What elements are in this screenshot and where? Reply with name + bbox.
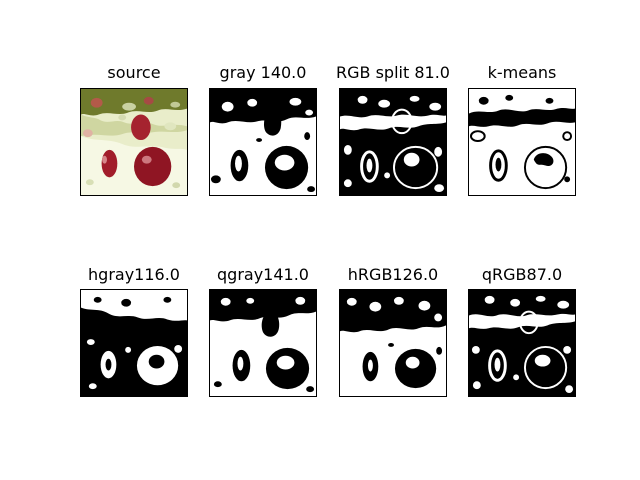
panel-title-source: source — [107, 63, 161, 82]
gray-threshold-image — [210, 89, 316, 195]
panel-image-source — [80, 88, 188, 196]
panel-title-k-means: k-means — [487, 63, 557, 82]
panel-image-k-means — [468, 88, 576, 196]
rgb-split-threshold-image — [340, 89, 446, 195]
panel-image-hrgb — [339, 289, 447, 397]
panel-image-rgb-split — [339, 88, 447, 196]
panel-title-hrgb: hRGB126.0 — [347, 265, 439, 284]
hgray-threshold-image — [81, 290, 187, 396]
panel-image-gray — [209, 88, 317, 196]
panel-image-hgray — [80, 289, 188, 397]
panel-title-hgray: hgray116.0 — [88, 265, 180, 284]
k-means-segmentation-image — [469, 89, 575, 195]
panel-title-rgb-split: RGB split 81.0 — [336, 63, 450, 82]
qgray-threshold-image — [210, 290, 316, 396]
panel-image-qrgb — [468, 289, 576, 397]
panel-title-qrgb: qRGB87.0 — [481, 265, 563, 284]
hrgb-threshold-image — [340, 290, 446, 396]
panel-title-gray: gray 140.0 — [219, 63, 307, 82]
source-photo-image — [81, 89, 187, 195]
panel-title-qgray: qgray141.0 — [217, 265, 309, 284]
qrgb-threshold-image — [469, 290, 575, 396]
panel-image-qgray — [209, 289, 317, 397]
